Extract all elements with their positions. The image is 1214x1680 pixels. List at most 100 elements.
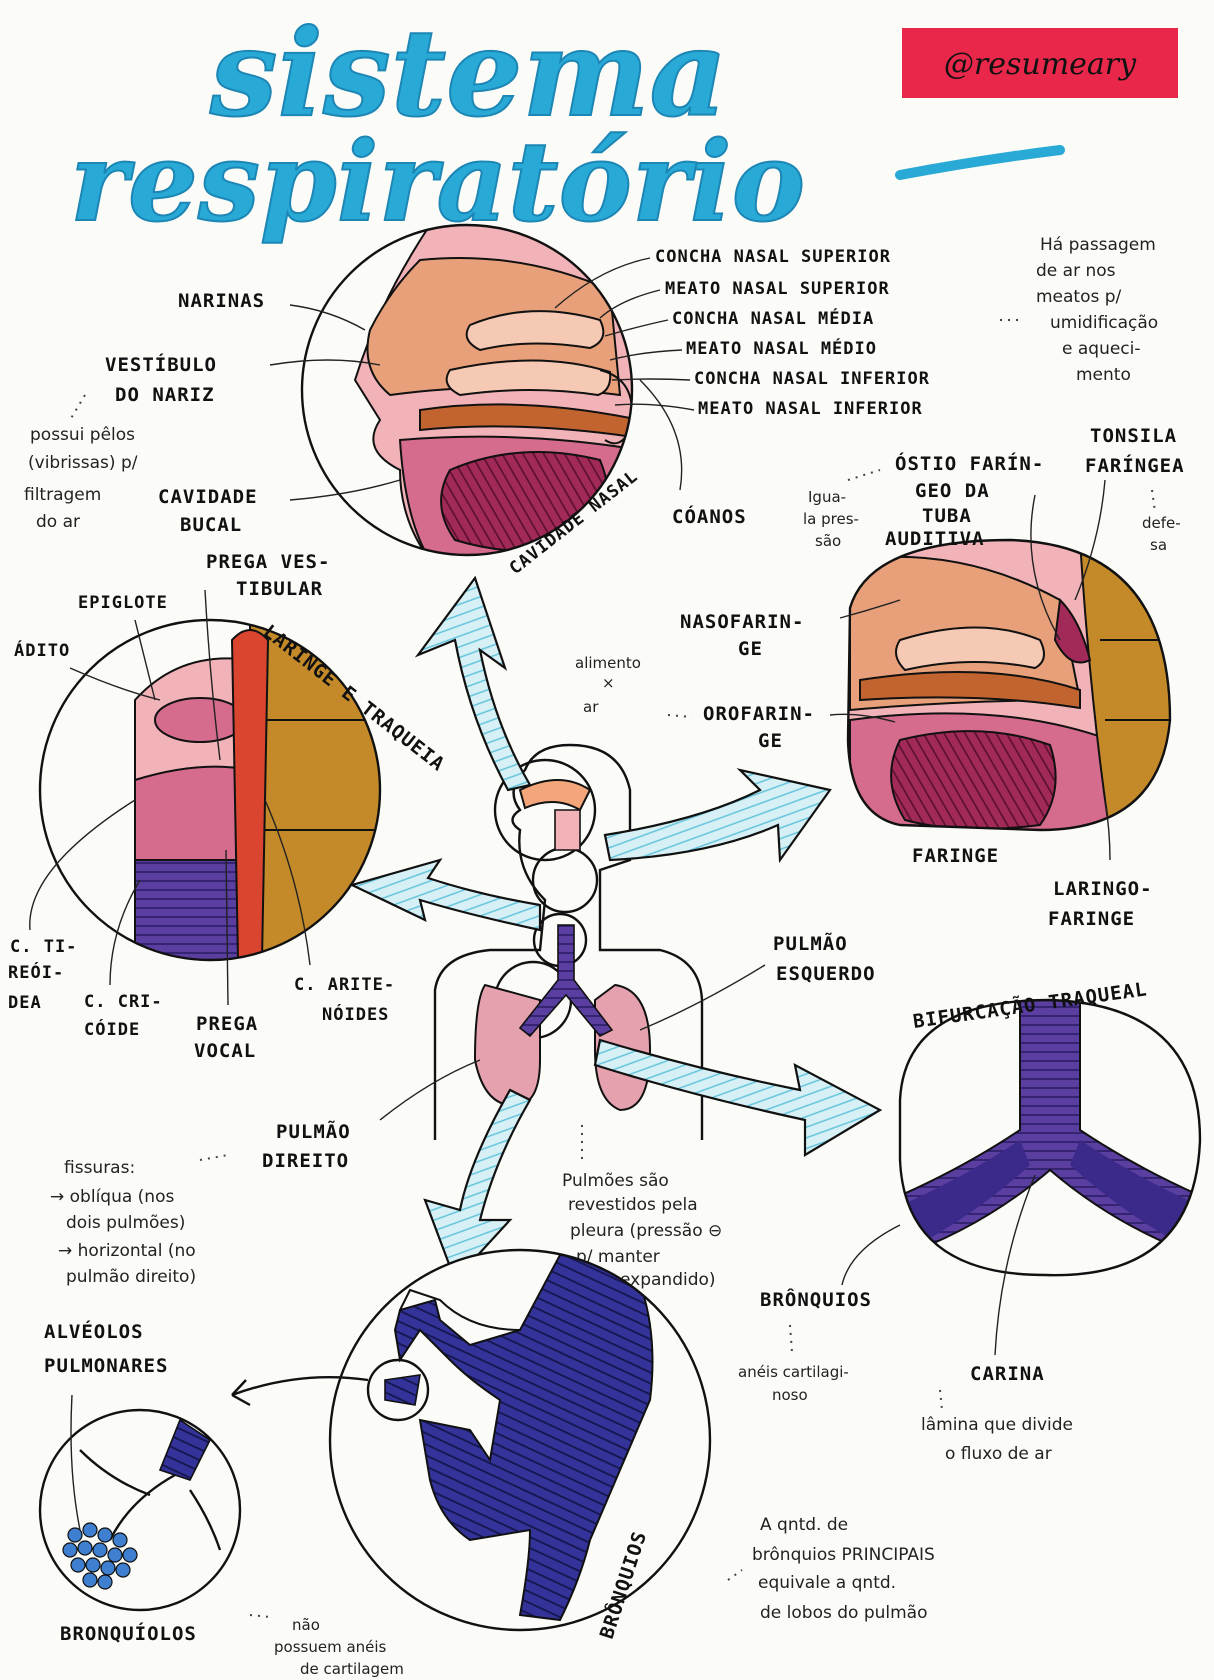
badge-background — [902, 28, 1178, 98]
note-qntd-bronquios: A qntd. de brônquios PRINCIPAIS equivale… — [752, 1515, 935, 1623]
svg-text:o fluxo de ar: o fluxo de ar — [945, 1444, 1052, 1464]
label-coanos: CÓANOS — [672, 504, 747, 528]
dots-orofaringe — [667, 714, 693, 718]
note-pleura: Pulmões são revestidos pela pleura (pres… — [562, 1171, 722, 1290]
author-badge: @resumeary — [902, 28, 1178, 98]
nasal-cavity-illustration — [300, 223, 634, 557]
title-line-1: sistema — [209, 3, 727, 144]
arrow-to-pharynx — [603, 768, 832, 864]
svg-text:GE: GE — [758, 730, 783, 752]
svg-text:mento: mento — [1076, 365, 1131, 385]
label-meato-superior: MEATO NASAL SUPERIOR — [665, 279, 890, 299]
dots-vestibulo — [69, 394, 86, 421]
svg-text:FARINGE: FARINGE — [1048, 908, 1135, 930]
svg-text:possuem anéis: possuem anéis — [274, 1638, 387, 1656]
label-nasofaringe: NASOFARIN- GE — [680, 611, 804, 660]
note-meatos: Há passagem de ar nos meatos p/ umidific… — [1036, 235, 1158, 385]
dots-iguala — [847, 469, 881, 481]
svg-text:de ar nos: de ar nos — [1036, 261, 1116, 281]
svg-text:PULMONARES: PULMONARES — [44, 1355, 168, 1377]
svg-text:Pulmões são: Pulmões são — [562, 1171, 669, 1191]
leader-alveolos — [70, 1394, 81, 1531]
alveoli-illustration — [38, 1408, 242, 1612]
svg-text:são: são — [815, 532, 841, 550]
leader-bronquios-bifurcation — [841, 1224, 901, 1286]
note-alimento-ar: alimento × ar — [575, 654, 641, 716]
svg-text:do ar: do ar — [36, 512, 80, 532]
svg-text:anéis cartilagi-: anéis cartilagi- — [738, 1363, 849, 1381]
arrow-to-bifurcation — [593, 1038, 883, 1157]
label-tireoidea: C. TI- REÓI- DEA — [8, 937, 76, 1013]
svg-text:C. ARITE-: C. ARITE- — [294, 975, 395, 995]
svg-text:NASOFARIN-: NASOFARIN- — [680, 611, 804, 633]
label-cavidade-bucal-1: CAVIDADE — [158, 486, 258, 508]
label-orofaringe: OROFARIN- GE — [703, 703, 815, 752]
leader-adito — [69, 667, 161, 701]
leader-vestibulo — [269, 359, 381, 366]
label-meato-inferior: MEATO NASAL INFERIOR — [698, 399, 923, 419]
body-outline — [433, 743, 704, 1140]
svg-text:defe-: defe- — [1142, 514, 1181, 532]
arrowhead-alveolos — [231, 1379, 251, 1407]
label-cricoide: C. CRI- CÓIDE — [84, 992, 162, 1040]
dots-aneis — [789, 1324, 793, 1353]
svg-text:VOCAL: VOCAL — [194, 1040, 256, 1062]
note-defesa: defe- sa — [1142, 514, 1181, 554]
svg-text:→ oblíqua (nos: → oblíqua (nos — [50, 1187, 174, 1207]
svg-text:TUBA: TUBA — [922, 505, 972, 527]
leaders-conchas — [554, 257, 695, 411]
dots-lamina — [939, 1389, 943, 1411]
svg-text:ÓSTIO FARÍN-: ÓSTIO FARÍN- — [895, 451, 1044, 475]
svg-text:lâmina que divide: lâmina que divide — [921, 1415, 1073, 1435]
svg-text:sa: sa — [1150, 536, 1167, 554]
svg-text:noso: noso — [772, 1386, 808, 1404]
svg-text:REÓI-: REÓI- — [8, 961, 64, 983]
label-tonsila: TONSILA FARÍNGEA — [1085, 425, 1184, 477]
svg-text:revestidos pela: revestidos pela — [568, 1195, 698, 1215]
label-adito: ÁDITO — [14, 639, 70, 661]
svg-text:→ horizontal (no: → horizontal (no — [58, 1241, 196, 1261]
dots-fissuras — [199, 1154, 229, 1161]
label-cavidade-bucal-2: BUCAL — [180, 514, 242, 536]
title-block: sistema respiratório — [69, 2, 1065, 247]
svg-text:ALVÉOLOS: ALVÉOLOS — [44, 1320, 144, 1343]
svg-text:PULMÃO: PULMÃO — [773, 931, 848, 955]
label-ostio: ÓSTIO FARÍN- GEO DA TUBA AUDITIVA — [885, 451, 1044, 550]
svg-text:possui pêlos: possui pêlos — [30, 425, 135, 445]
svg-text:de cartilagem: de cartilagem — [300, 1660, 404, 1678]
svg-text:TONSILA: TONSILA — [1090, 425, 1177, 447]
badge-text: @resumeary — [944, 47, 1137, 82]
svg-text:pulmão direito): pulmão direito) — [66, 1267, 196, 1287]
label-concha-media: CONCHA NASAL MÉDIA — [672, 307, 874, 329]
leader-ostio — [1030, 494, 1061, 641]
svg-text:×: × — [602, 674, 615, 692]
label-vestibulo-2: DO NARIZ — [115, 384, 215, 406]
dots-qntd — [727, 1569, 743, 1581]
title-swash — [895, 145, 1065, 180]
svg-text:não: não — [292, 1616, 320, 1634]
bifurcation-illustration — [898, 998, 1202, 1277]
leader-coanos — [639, 379, 683, 491]
label-bronquiolos: BRONQUÍOLOS — [60, 1622, 197, 1645]
label-pulmao-direito: PULMÃO DIREITO — [262, 1119, 350, 1172]
label-concha-inferior: CONCHA NASAL INFERIOR — [694, 369, 930, 389]
svg-text:(vibrissas) p/: (vibrissas) p/ — [28, 453, 138, 473]
label-prega-vocal: PREGA VOCAL — [194, 1013, 257, 1062]
svg-text:Igua-: Igua- — [808, 488, 846, 506]
note-nao-possuem: não possuem anéis de cartilagem — [274, 1616, 404, 1678]
svg-text:LARINGO-: LARINGO- — [1053, 878, 1153, 900]
label-concha-superior: CONCHA NASAL SUPERIOR — [655, 247, 891, 267]
svg-text:p/ manter: p/ manter — [576, 1247, 660, 1267]
leader-pulmao-direito — [379, 1059, 481, 1121]
svg-text:umidificação: umidificação — [1050, 313, 1158, 333]
leader-epiglote — [134, 619, 156, 701]
leader-narinas — [289, 304, 366, 331]
pharynx-circle-label: FARINGE — [912, 845, 999, 867]
pharynx-illustration — [846, 538, 1172, 832]
label-pulmao-esquerdo: PULMÃO ESQUERDO — [773, 931, 875, 985]
note-aneis-cartilaginoso: anéis cartilagi- noso — [738, 1363, 849, 1404]
svg-text:OROFARIN-: OROFARIN- — [703, 703, 815, 725]
svg-text:alimento: alimento — [575, 654, 641, 672]
label-alveolos: ALVÉOLOS PULMONARES — [44, 1320, 168, 1377]
svg-text:DIREITO: DIREITO — [262, 1150, 349, 1172]
